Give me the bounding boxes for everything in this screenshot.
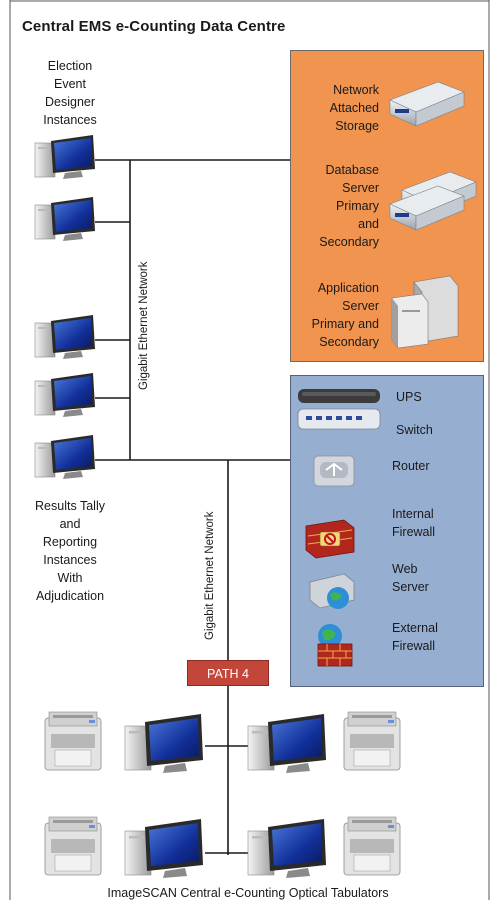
db-label-line: and [358, 217, 379, 231]
network-switch-icon [297, 389, 381, 430]
db-label-line: Primary [335, 199, 379, 213]
workstation-icon [124, 818, 204, 879]
app-label-line: Application [317, 281, 379, 295]
nas-label-line: Storage [335, 119, 379, 133]
external-firewall-label: External Firewall [392, 619, 438, 655]
internal-firewall-label: Internal Firewall [392, 505, 435, 541]
results-label-line: Reporting [42, 535, 98, 549]
diagram-title: Central EMS e-Counting Data Centre [22, 18, 286, 35]
internal-firewall-line: Firewall [392, 525, 436, 539]
nas-label-line: Attached [329, 101, 379, 115]
app-server-label: Application Server Primary and Secondary [279, 279, 379, 351]
results-label-line: With [57, 571, 83, 585]
db-label-line: Database [325, 163, 379, 177]
router-label: Router [392, 459, 430, 473]
web-server-label: Web Server [392, 560, 429, 596]
web-server-line: Server [392, 580, 429, 594]
designer-label-line: Designer [44, 95, 96, 109]
document-scanner-icon [44, 711, 102, 771]
document-scanner-icon [343, 711, 401, 771]
document-scanner-icon [343, 816, 401, 876]
app-label-line: Primary and [311, 317, 379, 331]
router-icon [313, 455, 355, 487]
app-label-line: Secondary [319, 335, 379, 349]
path-badge: PATH 4 [187, 660, 269, 686]
designer-label-line: Event [54, 77, 86, 91]
db-server-label: Database Server Primary and Secondary [289, 161, 379, 251]
nas-label-line: Network [333, 83, 379, 97]
results-label-line: Instances [43, 553, 97, 567]
db-label-line: Secondary [319, 235, 379, 249]
results-label: Results Tally and Reporting Instances Wi… [15, 497, 125, 605]
app-label-line: Server [342, 299, 379, 313]
firewall-icon [305, 519, 355, 559]
designer-label: Election Event Designer Instances [30, 57, 110, 129]
workstation-icon [124, 713, 204, 774]
footer-caption: ImageSCAN Central e-Counting Optical Tab… [107, 886, 389, 900]
document-scanner-icon [44, 816, 102, 876]
results-label-line: Adjudication [35, 589, 105, 603]
designer-label-line: Election [47, 59, 93, 73]
web-server-icon [309, 573, 355, 609]
switch-label: Switch [396, 423, 433, 437]
designer-label-line: Instances [43, 113, 97, 127]
web-server-line: Web [392, 562, 418, 576]
internal-firewall-line: Internal [392, 507, 434, 521]
tower-server-icon [391, 275, 459, 349]
results-label-line: and [59, 517, 81, 531]
nas-label: Network Attached Storage [289, 81, 379, 135]
workstation-icon [247, 713, 327, 774]
ups-label: UPS [396, 390, 422, 404]
external-firewall-line: External [392, 621, 438, 635]
results-label-line: Results Tally [35, 499, 105, 513]
server-drive-icon [389, 81, 465, 127]
external-firewall-line: Firewall [392, 639, 436, 653]
db-label-line: Server [342, 181, 379, 195]
firewall-icon [317, 624, 353, 667]
workstation-icon [247, 818, 327, 879]
server-drive-icon [389, 185, 465, 231]
